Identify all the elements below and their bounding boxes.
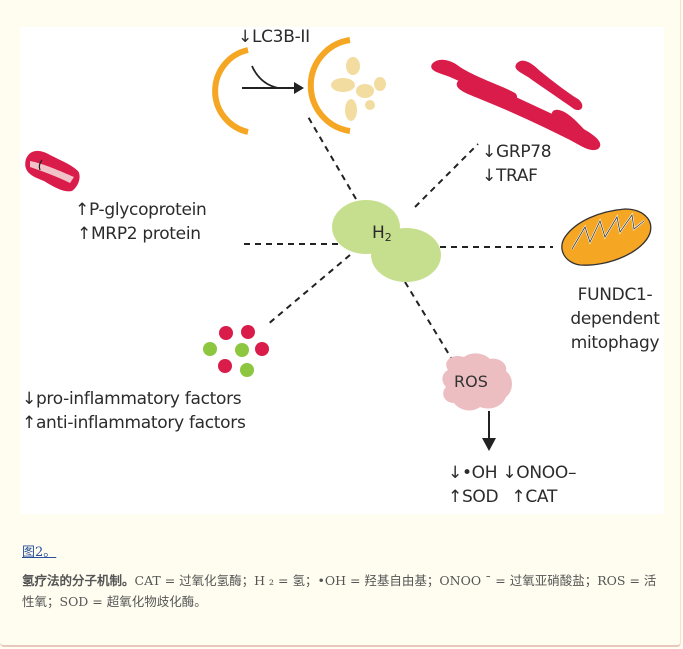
connector-autophagy <box>306 114 357 200</box>
peroxynitrite-label: ↓ONOO– <box>502 463 577 483</box>
endoplasmic-reticulum-icon <box>431 59 601 151</box>
h2-text: H <box>372 223 385 243</box>
h2-subscript: 2 <box>384 231 392 244</box>
transporter-labels: ↑P-glycoprotein ↑MRP2 protein <box>75 198 207 246</box>
caption-body: CAT = 过氧化氢酶；H ₂ = 氢；•OH = 羟基自由基；ONOO ¯ =… <box>22 573 657 609</box>
traf-label: ↓TRAF <box>482 166 538 186</box>
grp78-label: ↓GRP78 <box>482 142 552 162</box>
anti-inflammatory-label: ↑anti-inflammatory factors <box>22 413 246 433</box>
figure-link[interactable]: 图2。 <box>22 545 57 560</box>
mrp2-label: ↑MRP2 protein <box>77 224 201 244</box>
p-glycoprotein-label: ↑P-glycoprotein <box>75 200 207 220</box>
mitophagy-labels: FUNDC1- dependent mitophagy <box>560 283 664 355</box>
caption-title: 氢疗法的分子机制。 <box>22 573 135 588</box>
mitophagy-line-3: mitophagy <box>570 333 660 353</box>
autophagy-arrow-icon <box>242 65 304 94</box>
cytokine-dots <box>203 325 269 377</box>
diagram-canvas <box>25 37 652 451</box>
ros-outputs: ↓•OH ↓ONOO– ↑SOD ↑CAT <box>448 461 576 509</box>
connector-inflammation <box>266 254 351 326</box>
phagophore-icon <box>212 47 249 135</box>
autophagosome-icon <box>307 37 351 134</box>
h2-atom-2 <box>371 228 441 282</box>
h2-label: H2 <box>372 223 392 244</box>
autophagosome-cargo <box>331 57 386 121</box>
connector-ros <box>404 281 454 362</box>
connector-er <box>414 143 479 208</box>
ros-label: ROS <box>454 372 488 391</box>
transporter-icon <box>25 150 80 192</box>
inflammation-labels: ↓pro-inflammatory factors ↑anti-inflamma… <box>22 387 246 435</box>
ros-arrow-icon <box>482 411 496 451</box>
lc3b-label: ↓LC3B-II <box>238 27 310 47</box>
ros-output-row-1: ↓•OH ↓ONOO– <box>448 461 576 485</box>
ros-cloud-icon <box>442 353 512 411</box>
figure-panel: H2 ↓LC3B-II ↓GRP78 ↓TRAF ↑P-glycoprotein… <box>20 27 664 514</box>
mitophagy-line-1: FUNDC1- <box>577 285 653 305</box>
ros-output-row-2: ↑SOD ↑CAT <box>448 485 576 509</box>
mitophagy-line-2: dependent <box>570 309 660 329</box>
er-stress-labels: ↓GRP78 ↓TRAF <box>482 140 552 188</box>
sod-label: ↑SOD <box>448 487 499 507</box>
cat-label: ↑CAT <box>511 487 558 507</box>
mitochondrion-icon <box>561 208 652 266</box>
hydroxyl-label: ↓•OH <box>448 463 498 483</box>
pro-inflammatory-label: ↓pro-inflammatory factors <box>22 389 242 409</box>
figure-caption: 氢疗法的分子机制。CAT = 过氧化氢酶；H ₂ = 氢；•OH = 羟基自由基… <box>22 570 662 612</box>
